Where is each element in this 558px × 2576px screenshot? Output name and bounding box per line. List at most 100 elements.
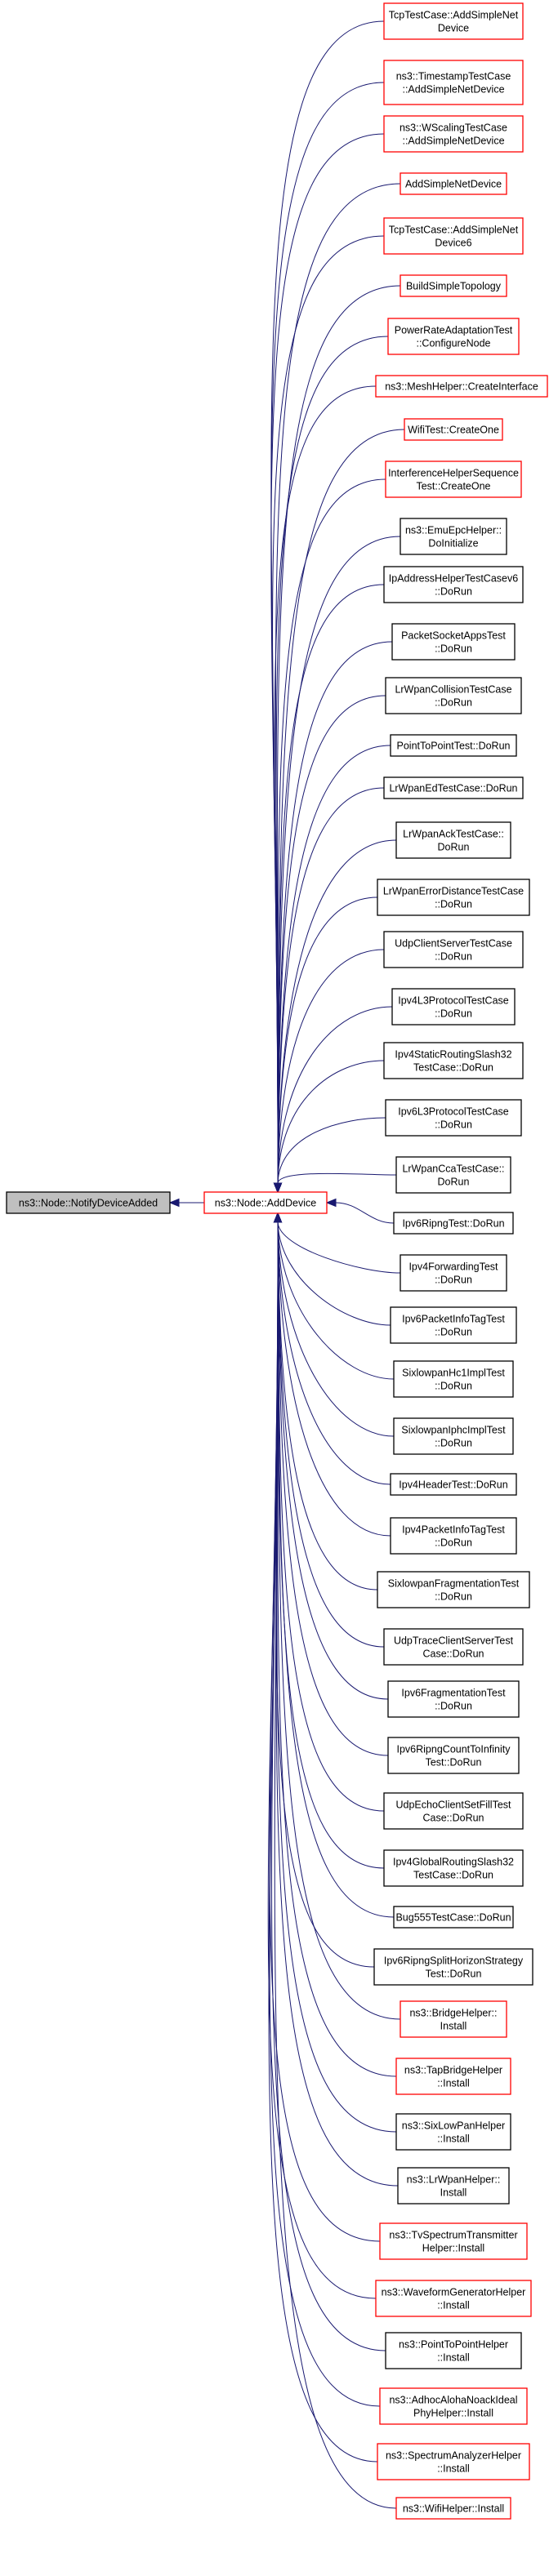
node-box [385, 2332, 522, 2369]
node-label-line: Test::DoRun [426, 1757, 482, 1768]
caller-node-ns3-bridgehelper-install[interactable]: ns3::BridgeHelper::Install [400, 2000, 507, 2038]
node-label-line: ::DoRun [435, 586, 472, 598]
center-node-add-device[interactable]: ns3::Node::AddDevice [203, 1191, 328, 1214]
node-label-line: ::Install [437, 2463, 470, 2475]
node-label-line: PowerRateAdaptationTest [395, 325, 513, 336]
caller-node-udpclientservertestcase-dorun[interactable]: UdpClientServerTestCase::DoRun [383, 931, 524, 968]
node-box [387, 1680, 520, 1718]
caller-node-tcptestcase-addsimplenetdevice[interactable]: TcpTestCase::AddSimpleNetDevice [383, 2, 524, 40]
caller-node-ns3-wifihelper-install[interactable]: ns3::WifiHelper::Install [395, 2497, 511, 2520]
call-edge [277, 1221, 391, 1326]
node-label-line: TcpTestCase::AddSimpleNet [389, 10, 519, 21]
call-edge [277, 1221, 378, 1591]
node-label-line: ::Install [437, 2300, 470, 2311]
node-box [6, 1191, 171, 1214]
node-box [377, 1571, 530, 1608]
node-label-line: BuildSimpleTopology [406, 281, 502, 292]
caller-node-powerrateadaptationtest-configurenode[interactable]: PowerRateAdaptationTest::ConfigureNode [387, 318, 520, 355]
caller-node-lrwpanacktestcase-dorun[interactable]: LrWpanAckTestCase::DoRun [395, 821, 511, 859]
caller-node-pointtopointtest-dorun[interactable]: PointToPointTest::DoRun [390, 734, 517, 757]
caller-node-packetsocketappstest-dorun[interactable]: PacketSocketAppsTest::DoRun [391, 623, 516, 661]
caller-node-addsimplenetdevice[interactable]: AddSimpleNetDevice [400, 172, 507, 195]
node-box [383, 566, 524, 603]
caller-node-ns3-lrwpanhelper-install[interactable]: ns3::LrWpanHelper::Install [397, 2167, 510, 2205]
caller-node-lrwpanccatestcase-dorun[interactable]: LrWpanCcaTestCase::DoRun [395, 1156, 511, 1194]
root-node-notify-device-added: ns3::Node::NotifyDeviceAdded [6, 1191, 171, 1214]
caller-node-ipv4packetinfotagtest-dorun[interactable]: Ipv4PacketInfoTagTest::DoRun [390, 1517, 517, 1555]
node-label-line: Ipv4StaticRoutingSlash32 [395, 1049, 511, 1061]
node-label-line: Ipv4L3ProtocolTestCase [398, 995, 509, 1007]
node-box [383, 217, 524, 255]
caller-node-ns3-wscalingtestcase-addsimplenetdevice[interactable]: ns3::WScalingTestCase::AddSimpleNetDevic… [383, 115, 524, 153]
caller-node-ns3-timestamptestcase-addsimplenetdevice[interactable]: ns3::TimestampTestCase::AddSimpleNetDevi… [383, 60, 524, 105]
call-edges [168, 20, 405, 2509]
caller-node-ipv6fragmentationtest-dorun[interactable]: Ipv6FragmentationTest::DoRun [387, 1680, 520, 1718]
node-label-line: ns3::BridgeHelper:: [409, 2008, 497, 2019]
caller-node-ipv4l3protocoltestcase-dorun[interactable]: Ipv4L3ProtocolTestCase::DoRun [391, 988, 516, 1026]
call-edge [277, 584, 385, 1184]
node-box [390, 1306, 517, 1344]
caller-node-lrwpancollisiontestcase-dorun[interactable]: LrWpanCollisionTestCase::DoRun [385, 677, 522, 714]
caller-node-lrwpanedtestcase-dorun[interactable]: LrWpanEdTestCase::DoRun [383, 776, 524, 799]
caller-node-ns3-pointtopointhelper-install[interactable]: ns3::PointToPointHelper::Install [385, 2332, 522, 2369]
node-label-line: ::DoRun [435, 1008, 472, 1020]
caller-node-sixlowpanhc1impltest-dorun[interactable]: SixlowpanHc1ImplTest::DoRun [393, 1360, 514, 1398]
node-label-line: ::DoRun [435, 1591, 472, 1603]
node-label-line: ns3::WaveformGeneratorHelper [382, 2287, 526, 2298]
caller-node-lrwpanerrordistancetestcase-dorun[interactable]: LrWpanErrorDistanceTestCase::DoRun [377, 879, 530, 916]
caller-node-buildsimpletopology[interactable]: BuildSimpleTopology [400, 274, 507, 297]
node-label-line: Device [438, 23, 469, 34]
caller-node-ns3-adhocalohanoackidealphyhelper-install[interactable]: ns3::AdhocAlohaNoackIdealPhyHelper::Inst… [379, 2387, 528, 2425]
caller-node-ns3-emuepchelper-doinitialize[interactable]: ns3::EmuEpcHelper::DoInitialize [400, 518, 507, 555]
caller-node-ns3-spectrumanalyzerhelper-install[interactable]: ns3::SpectrumAnalyzerHelper::Install [377, 2443, 530, 2480]
call-edge [270, 20, 385, 1184]
node-box [400, 2000, 507, 2038]
caller-node-ns3-tapbridgehelper-install[interactable]: ns3::TapBridgeHelper::Install [395, 2058, 511, 2095]
caller-node-ns3-meshhelper-createinterface[interactable]: ns3::MeshHelper::CreateInterface [375, 375, 548, 398]
caller-node-ipaddresshelpertestcasev6-dorun[interactable]: IpAddressHelperTestCasev6::DoRun [383, 566, 524, 603]
node-box [387, 318, 520, 355]
caller-node-sixlowpanfragmentationtest-dorun[interactable]: SixlowpanFragmentationTest::DoRun [377, 1571, 530, 1608]
caller-node-ns3-tvspectrumtransmitterhelper-install[interactable]: ns3::TvSpectrumTransmitterHelper::Instal… [379, 2222, 528, 2260]
call-edge-arrowhead [273, 1182, 283, 1194]
node-box [379, 2387, 528, 2425]
node-box [395, 1156, 511, 1194]
caller-node-ns3-sixlowpanhelper-install[interactable]: ns3::SixLowPanHelper::Install [395, 2113, 511, 2151]
call-edge [269, 1221, 381, 2407]
node-box [400, 172, 507, 195]
call-edge [277, 1060, 385, 1184]
caller-node-ipv6ripngtest-dorun[interactable]: Ipv6RipngTest::DoRun [393, 1212, 514, 1235]
call-edge [277, 1221, 397, 2077]
node-box [390, 1517, 517, 1555]
graph-nodes: ns3::Node::NotifyDeviceAdded ns3::Node::A… [6, 2, 548, 2520]
call-edge [277, 1221, 385, 1869]
node-label-line: ns3::Node::AddDevice [215, 1198, 316, 1209]
node-label-line: Bug555TestCase::DoRun [395, 1912, 511, 1924]
call-edge-arrowhead [325, 1198, 337, 1208]
node-label-line: PointToPointTest::DoRun [397, 741, 511, 752]
caller-node-interferencehelpersequencetest-createone[interactable]: InterferenceHelperSequenceTest::CreateOn… [385, 460, 522, 498]
node-box [203, 1191, 328, 1214]
caller-node-wifitest-createone[interactable]: WifiTest::CreateOne [404, 418, 503, 441]
node-label-line: TestCase::DoRun [413, 1062, 493, 1074]
caller-node-ipv4headertest-dorun[interactable]: Ipv4HeaderTest::DoRun [390, 1473, 517, 1496]
node-box [393, 1212, 514, 1235]
caller-node-bug555testcase-dorun[interactable]: Bug555TestCase::DoRun [393, 1906, 514, 1929]
caller-node-ipv6l3protocoltestcase-dorun[interactable]: Ipv6L3ProtocolTestCase::DoRun [385, 1099, 522, 1137]
call-edge [277, 896, 378, 1184]
node-box [400, 518, 507, 555]
call-edge [276, 285, 401, 1184]
caller-node-ipv4forwardingtest-dorun[interactable]: Ipv4ForwardingTest::DoRun [400, 1254, 507, 1292]
caller-node-ns3-waveformgeneratorhelper-install[interactable]: ns3::WaveformGeneratorHelper::Install [375, 2280, 532, 2317]
node-label-line: DoRun [438, 842, 470, 853]
caller-node-ipv6packetinfotagtest-dorun[interactable]: Ipv6PacketInfoTagTest::DoRun [390, 1306, 517, 1344]
caller-node-sixlowpaniphcimpltest-dorun[interactable]: SixlowpanIphcImplTest::DoRun [393, 1417, 514, 1455]
node-label-line: ::Install [437, 2352, 470, 2364]
